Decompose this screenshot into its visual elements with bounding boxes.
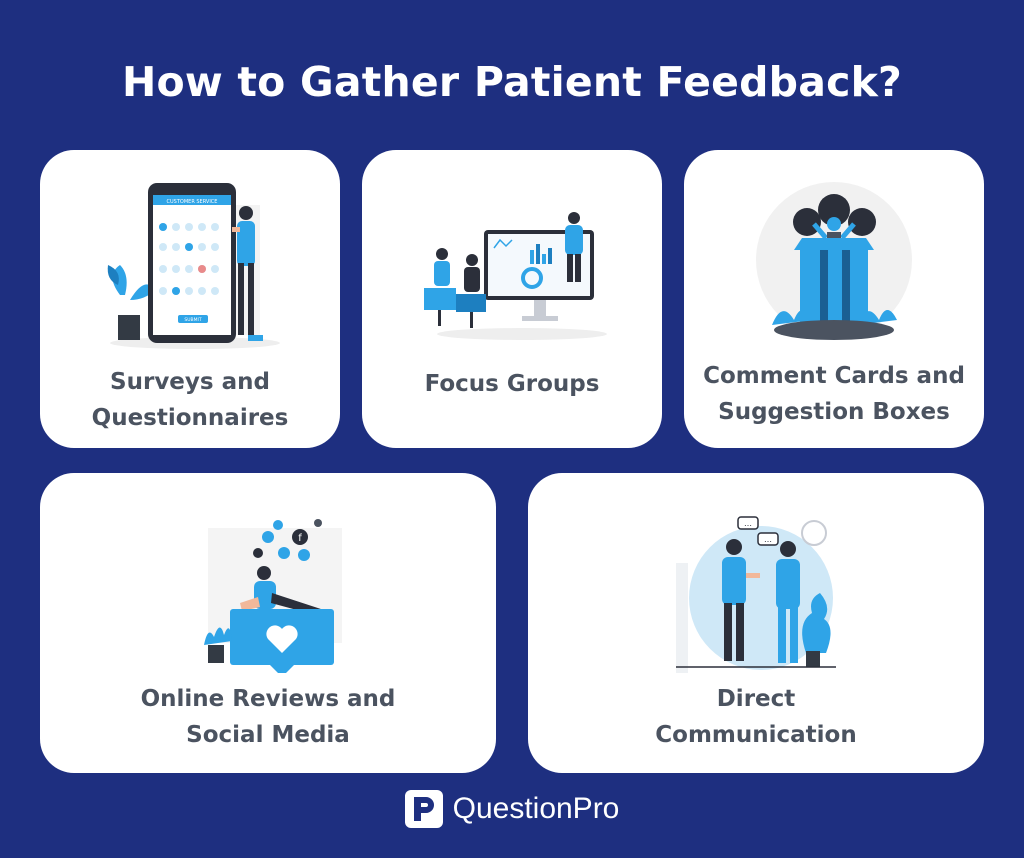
survey-phone-illustration: CUSTOMER SERVICE SUBMIT xyxy=(107,183,280,349)
card-label: Direct Communication xyxy=(655,686,857,748)
card-surveys: CUSTOMER SERVICE SUBMIT Surveys and Ques… xyxy=(40,150,340,448)
conversation-illustration: … … xyxy=(676,516,836,673)
social-media-illustration: f xyxy=(204,519,342,673)
card-label: Focus Groups xyxy=(424,371,600,397)
brand: QuestionPro xyxy=(0,790,1024,828)
svg-text:…: … xyxy=(744,519,752,528)
brand-name[interactable]: QuestionPro xyxy=(452,792,620,825)
page-title: How to Gather Patient Feedback? xyxy=(121,58,903,106)
card-label: Comment Cards and Suggestion Boxes xyxy=(703,363,965,425)
card-focus-groups: Focus Groups xyxy=(362,150,662,448)
card-online-reviews: f Online Reviews and Social Media xyxy=(40,473,496,773)
card-direct-communication: … … Direct Communication xyxy=(528,473,984,773)
questionpro-logo-icon xyxy=(404,790,443,828)
suggestion-box-illustration xyxy=(756,182,912,340)
card-comment-cards: Comment Cards and Suggestion Boxes xyxy=(684,150,984,448)
focus-group-illustration xyxy=(424,212,607,340)
survey-screen-header: CUSTOMER SERVICE xyxy=(167,199,218,205)
card-label: Online Reviews and Social Media xyxy=(140,686,396,748)
svg-text:f: f xyxy=(298,533,302,544)
card-label: Surveys and Questionnaires xyxy=(91,369,289,431)
svg-text:…: … xyxy=(764,535,772,544)
survey-submit-button: SUBMIT xyxy=(184,317,201,323)
